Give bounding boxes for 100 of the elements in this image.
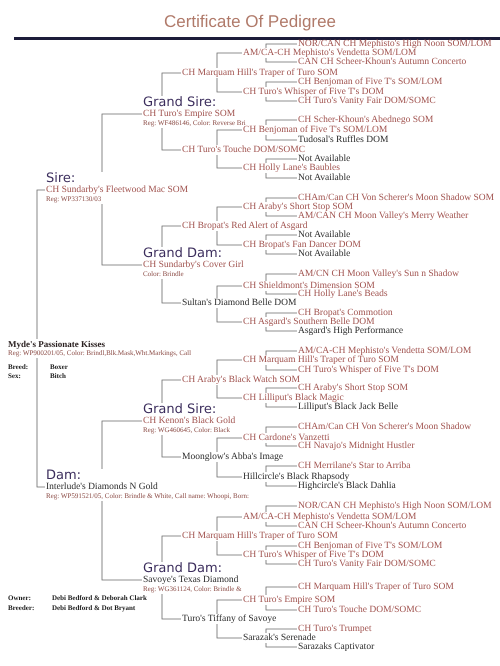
dog-name: Not Available	[298, 249, 350, 259]
pedigree-line	[102, 204, 142, 266]
dog-name: Asgard's High Performance	[298, 326, 404, 336]
pedigree-line	[266, 506, 298, 512]
dog-name: NOR/CAN CH Mephisto's High Noon SOM/LOM	[298, 501, 492, 511]
pedigree-line	[216, 600, 242, 614]
pedigree-line	[216, 516, 242, 532]
pedigree-line	[162, 72, 182, 96]
dog-name: CH Sundarby's Cover Girl	[143, 260, 244, 270]
dog-name: Not Available	[298, 173, 350, 183]
pedigree-line	[266, 466, 298, 472]
dog-name: CH Turo's Vanity Fair DOM/SOMC	[298, 96, 436, 106]
pedigree-line	[162, 380, 182, 404]
dog-name: AM/CN CH Moon Valley's Sun n Shadow	[298, 269, 459, 279]
pedigree-line	[266, 426, 298, 434]
pedigree-line	[216, 438, 242, 452]
dog-name: Lilliput's Black Jack Belle	[298, 402, 398, 412]
pedigree-line	[216, 130, 242, 146]
dog-name: CH Turo's Whisper of Five T's DOM	[243, 550, 384, 560]
pedigree-line	[266, 364, 298, 370]
pedigree-line	[266, 250, 298, 254]
dog-name: Sarazaks Captivator	[298, 642, 374, 652]
section-heading: Grand Dam:	[143, 562, 222, 575]
pedigree-line	[266, 326, 298, 332]
pedigree-line	[266, 134, 298, 140]
pedigree-line	[266, 642, 298, 648]
section-heading: Grand Sire:	[143, 96, 216, 109]
pedigree-line	[266, 274, 298, 282]
dog-name: CH Benjoman of Five T's SOM/LOM	[243, 125, 388, 135]
pedigree-line	[266, 442, 298, 446]
dog-name: Myde's Passionate Kisses	[8, 339, 106, 349]
dog-name: CH Scher-Khoun's Abednego SOM	[298, 115, 434, 125]
dog-name: CH Bropat's Red Alert of Asgard	[182, 221, 308, 231]
pedigree-line	[216, 360, 242, 376]
pedigree-line	[216, 286, 242, 298]
dog-name: CH Turo's Trumpet	[298, 624, 372, 634]
pedigree-line	[266, 350, 298, 356]
dog-name: CH Marquam Hill's Traper of Turo SOM	[243, 355, 399, 365]
dog-name: Not Available	[298, 154, 350, 164]
pedigree-line	[266, 522, 298, 526]
pedigree-line	[266, 388, 298, 394]
dog-name: Moonglow's Abba's Image	[182, 452, 284, 462]
dog-name: CH Turo's Touche DOM/SOMC	[182, 145, 306, 155]
dog-name: CH Holly Lane's Beads	[298, 289, 388, 299]
pedigree-line	[266, 172, 298, 178]
dog-name: CAN CH Scheer-Khoun's Autumn Concerto	[298, 57, 466, 67]
certificate-title: Certificate Of Pedigree	[163, 12, 337, 32]
dog-name: CHAm/Can CH Von Scherer's Moon Shadow	[298, 422, 472, 432]
dog-name: Turo's Tiffany of Savoye	[182, 614, 276, 624]
dog-name: NOR/CAN CH Mephisto's High Noon SOM/LOM	[298, 39, 492, 49]
pedigree-line	[266, 212, 298, 216]
dog-name: CH Turo's Empire SOM	[243, 595, 336, 605]
pedigree-line	[216, 624, 242, 638]
pedigree-line	[266, 290, 298, 294]
pedigree-line	[216, 308, 242, 322]
pedigree-line	[216, 52, 242, 68]
dog-name: Interlude's Diamonds N Gold	[46, 482, 158, 492]
dog-name: CH Lilliput's Black Magic	[243, 393, 344, 403]
dog-name: CH Asgard's Southern Belle DOM	[243, 317, 375, 327]
pedigree-line	[266, 482, 298, 486]
dog-name: CH Shieldmont's Dimension SOM	[243, 281, 375, 291]
pedigree-line	[102, 114, 142, 172]
dog-name: CH Bropat's Commotion	[298, 308, 393, 318]
pedigree-line	[162, 278, 182, 304]
pedigree-line	[216, 384, 242, 398]
pedigree-line	[162, 226, 182, 248]
dog-name: CHAm/Can CH Von Scherer's Moon Shadow SOM	[298, 193, 494, 203]
pedigree-line	[266, 560, 298, 564]
dog-name: CH Navajo's Midnight Hustler	[298, 441, 414, 451]
dog-name: CAN CH Scheer-Khoun's Autumn Concerto	[298, 521, 466, 531]
pedigree-line	[266, 120, 298, 126]
pedigree-line	[266, 312, 298, 318]
dog-name: AM/CAN CH Moon Valley's Merry Weather	[298, 211, 468, 221]
dog-name: CH Kenon's Black Gold	[143, 416, 236, 426]
pedigree-line	[266, 158, 298, 164]
dog-name: CH Araby's Black Watch SOM	[182, 375, 300, 385]
dog-name: CH Turo's Whisper of Five T's DOM	[298, 365, 439, 375]
dog-name: Sarazak's Serenade	[243, 633, 316, 643]
pedigree-line	[162, 536, 182, 562]
dog-name: CH Turo's Whisper of Five T's DOM	[243, 87, 384, 97]
pedigree-line	[102, 500, 142, 580]
dog-name: AM/CA-CH Mephisto's Vendetta SOM/LOM	[243, 512, 416, 522]
pedigree-line	[266, 234, 298, 240]
pedigree-line	[216, 154, 242, 168]
dog-name: Tudosal's Ruffles DOM	[298, 135, 388, 145]
section-heading: Grand Dam:	[143, 247, 222, 260]
section-heading: Sire:	[46, 172, 76, 185]
dog-name: CH Araby's Short Stop SOM	[298, 383, 408, 393]
pedigree-line	[162, 128, 182, 150]
dog-name: Not Available	[298, 230, 350, 240]
dog-name: CH Holly Lane's Baubles	[243, 163, 340, 173]
pedigree-line	[36, 358, 46, 488]
pedigree-line	[266, 44, 298, 48]
pedigree-line	[216, 230, 242, 246]
pedigree-line	[266, 628, 298, 634]
pedigree-line	[36, 190, 46, 340]
dog-name: CH Bropat's Fan Dancer DOM	[243, 240, 361, 250]
dog-name: CH Merrilane's Star to Arriba	[298, 461, 411, 471]
dog-name: Highcircle's Black Dahlia	[298, 481, 396, 491]
dog-name: Savoye's Texas Diamond	[143, 575, 238, 585]
